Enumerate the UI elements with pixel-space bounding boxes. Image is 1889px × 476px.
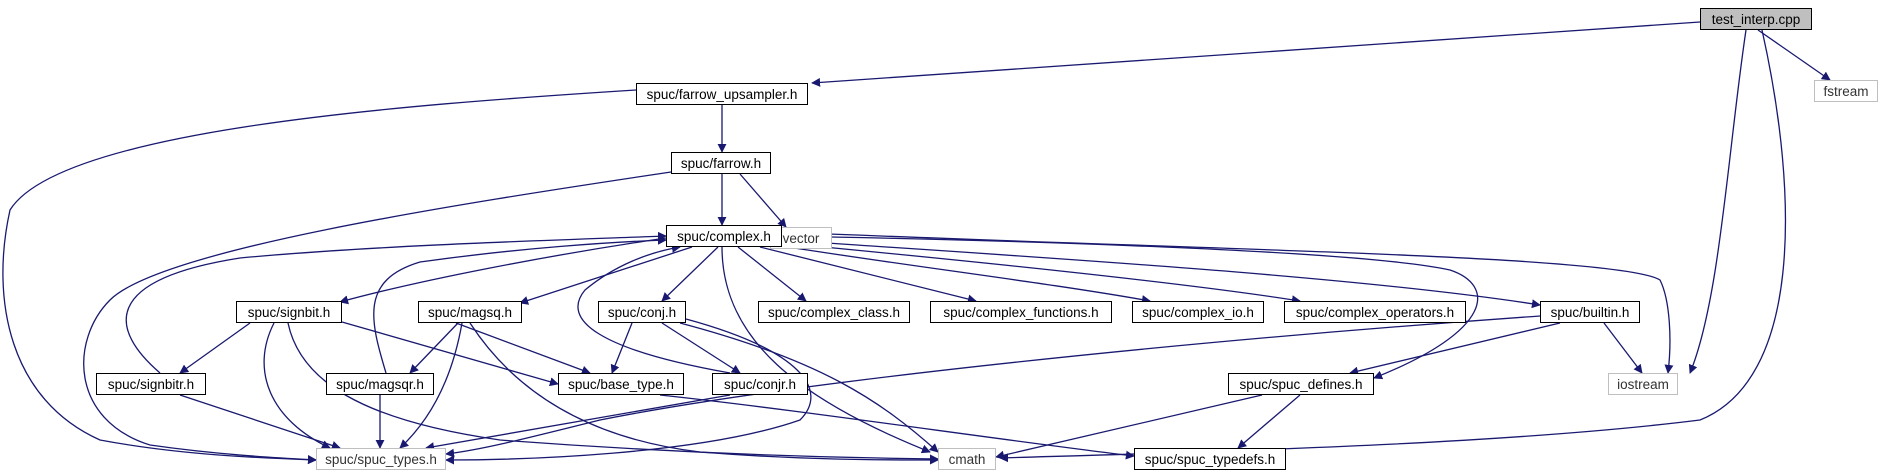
- node-iostream: iostream: [1608, 373, 1678, 395]
- edge-builtin-iostream: [1603, 322, 1643, 374]
- edge-complex-complex_io: [781, 245, 1151, 304]
- edge-complex-builtin: [781, 239, 1541, 309]
- edge-complex-cmath: [721, 246, 931, 454]
- edge-complex-spuc_defines: [781, 235, 1479, 380]
- edge-complex-conj: [661, 246, 719, 302]
- edge-signbitr-complex: [125, 231, 667, 374]
- edge-conjr-complex: [577, 243, 731, 374]
- edge-signbit-spuc_types: [263, 322, 331, 449]
- node-signbitr-h[interactable]: spuc/signbitr.h: [96, 373, 206, 395]
- node-fstream: fstream: [1814, 80, 1878, 102]
- node-magsq-h[interactable]: spuc/magsq.h: [418, 301, 522, 323]
- edge-farrow-vector: [739, 173, 787, 228]
- edge-spuc_defines-cmath: [995, 394, 1263, 460]
- node-conj-h[interactable]: spuc/conj.h: [598, 301, 686, 323]
- edge-complex-iostream: [781, 231, 1674, 374]
- edge-signbit-cmath: [287, 322, 939, 464]
- edge-magsq-magsqr: [409, 322, 459, 374]
- node-magsqr-h[interactable]: spuc/magsqr.h: [326, 373, 434, 395]
- edge-signbit-signbitr: [179, 322, 251, 374]
- edge-conj-spuc_types: [445, 318, 812, 465]
- node-builtin-h[interactable]: spuc/builtin.h: [1540, 301, 1640, 323]
- edge-builtin-spuc_defines: [1349, 322, 1561, 376]
- node-spuc-typedefs-h[interactable]: spuc/spuc_typedefs.h: [1134, 448, 1286, 470]
- edge-complex-complex_operators: [781, 242, 1301, 305]
- edge-test_interp-iostream: [1688, 29, 1747, 374]
- node-base-type-h[interactable]: spuc/base_type.h: [558, 373, 684, 395]
- node-spuc-defines-h[interactable]: spuc/spuc_defines.h: [1228, 373, 1374, 395]
- edge-farrow_upsampler-spuc_types: [2, 89, 637, 465]
- edge-test_interp-fstream: [1757, 29, 1831, 81]
- node-complex-io-h[interactable]: spuc/complex_io.h: [1132, 301, 1264, 323]
- node-complex-class-h[interactable]: spuc/complex_class.h: [758, 301, 910, 323]
- node-conjr-h[interactable]: spuc/conjr.h: [712, 373, 808, 395]
- edge-base_type-spuc_typedefs: [659, 394, 1135, 460]
- node-farrow-upsampler-h[interactable]: spuc/farrow_upsampler.h: [636, 83, 808, 105]
- edge-complex-complex_functions: [759, 246, 977, 304]
- edge-magsqr-complex: [373, 235, 667, 374]
- node-test-interp-cpp[interactable]: test_interp.cpp: [1700, 8, 1812, 30]
- edge-signbitr-spuc_types: [179, 394, 341, 450]
- edge-spuc_defines-spuc_typedefs: [1237, 394, 1301, 449]
- edge-complex-signbit: [339, 237, 667, 305]
- node-complex-functions-h[interactable]: spuc/complex_functions.h: [930, 301, 1112, 323]
- edge-farrow-spuc_types: [83, 171, 672, 465]
- edge-conj-cmath: [679, 322, 939, 453]
- edge-conjr-spuc_types: [425, 394, 731, 452]
- node-signbit-h[interactable]: spuc/signbit.h: [236, 301, 342, 323]
- edge-magsq-spuc_types: [399, 322, 463, 449]
- node-spuc-types-h: spuc/spuc_types.h: [316, 448, 446, 470]
- node-complex-operators-h[interactable]: spuc/complex_operators.h: [1284, 301, 1466, 323]
- node-farrow-h[interactable]: spuc/farrow.h: [671, 152, 771, 174]
- edge-signbit-base_type: [341, 321, 559, 387]
- edge-test_interp-farrow_upsampler: [811, 21, 1701, 87]
- edge-conj-conjr: [661, 322, 741, 374]
- edge-complex-complex_class: [737, 246, 807, 302]
- edge-conj-base_type: [610, 322, 633, 374]
- node-complex-h[interactable]: spuc/complex.h: [666, 225, 782, 247]
- edge-magsq-base_type: [455, 322, 591, 375]
- edge-magsq-cmath: [469, 322, 939, 465]
- node-cmath: cmath: [938, 448, 996, 470]
